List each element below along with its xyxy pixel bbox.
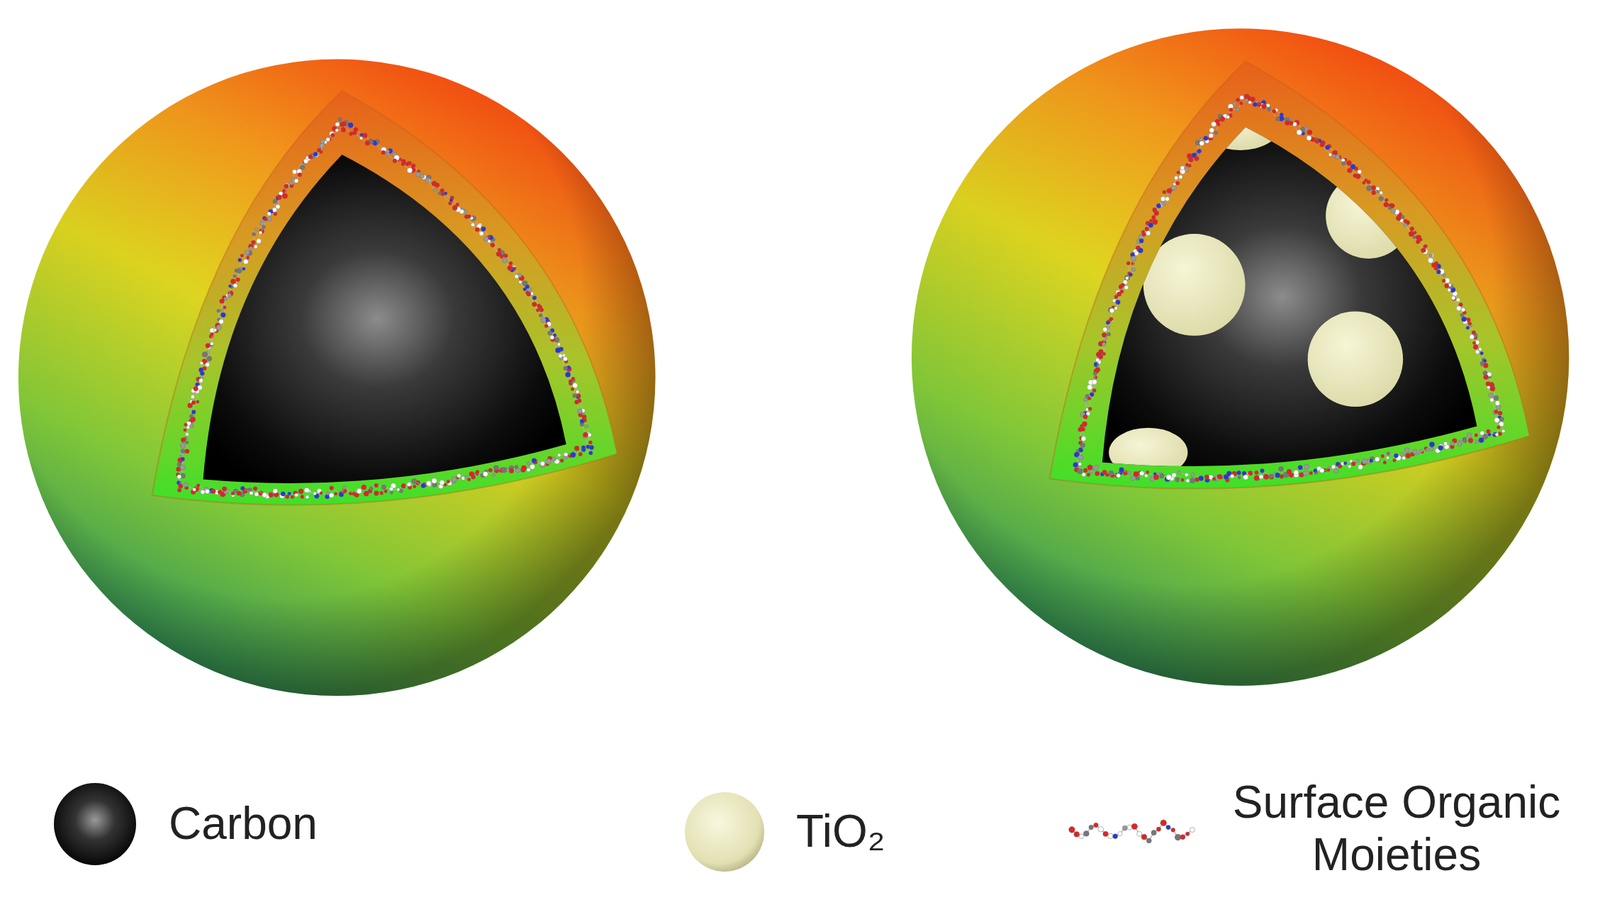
surface-moieties [177, 121, 590, 498]
cutaway-face [1049, 61, 1530, 490]
surface-moieties [1073, 94, 1506, 484]
core-shell-particle [911, 28, 1569, 686]
shell-shading [18, 59, 656, 697]
organic-shell [18, 59, 656, 697]
tio2-particle [1143, 233, 1246, 337]
surface-moieties [175, 117, 594, 500]
cutaway-face [152, 90, 618, 505]
legend-swatch [1069, 820, 1196, 844]
legend-label: TiO₂ [796, 806, 886, 859]
legend-swatch [53, 783, 137, 866]
carbon-core [1102, 126, 1477, 467]
tio2-particle [1108, 428, 1188, 478]
tio2-particle [1453, 275, 1507, 361]
tio2-particle [1325, 172, 1412, 259]
surface-moieties [1077, 98, 1501, 481]
legend-label: Carbon [168, 798, 318, 851]
tio2-particle [1307, 311, 1403, 407]
carbon-core [203, 154, 567, 484]
shell-shading [911, 28, 1569, 686]
legend-swatch [684, 792, 765, 872]
core-shell-particle [18, 59, 656, 697]
tio2-particle [1200, 104, 1280, 151]
organic-shell [911, 28, 1569, 686]
legend-label: Surface Organic Moieties [1219, 776, 1574, 882]
